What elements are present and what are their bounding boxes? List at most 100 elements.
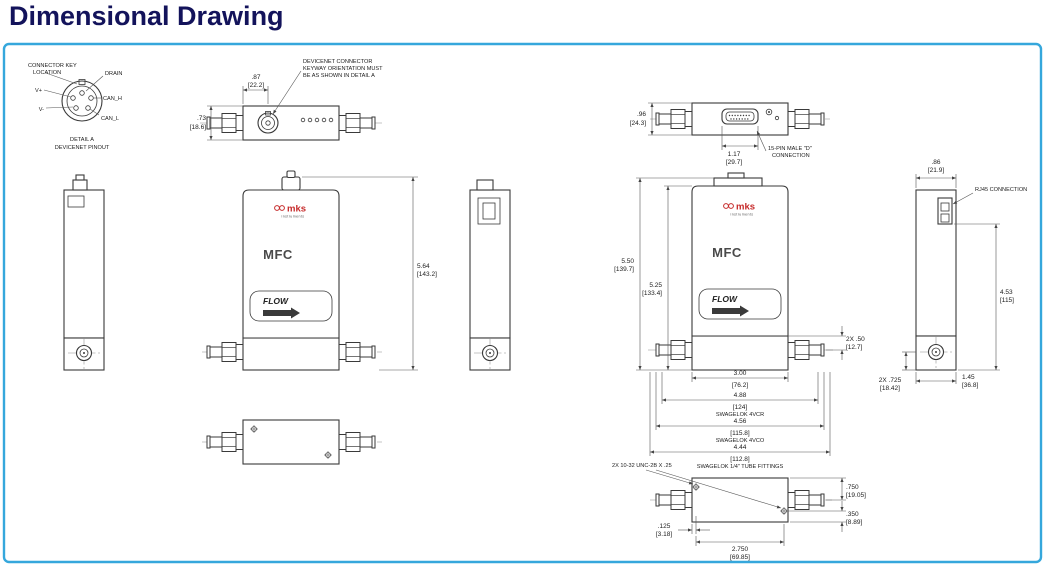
dsub-connector-icon <box>721 108 759 125</box>
mks-logo-sub: instruments <box>731 213 754 217</box>
front-view-left: mks instruments MFC FLOW 5.64 [143.2] <box>202 170 437 371</box>
dim-height-in: 4.53 <box>1000 289 1013 296</box>
dim-w4-mm: [112.8] <box>730 456 750 463</box>
dim-d-mm: [8.89] <box>846 519 862 526</box>
dim-w3-label: SWAGELOK 4VCO <box>716 438 765 444</box>
flow-label: FLOW <box>712 294 738 304</box>
dim-w1-in: 3.00 <box>734 370 747 377</box>
dim-h1-in: 5.50 <box>621 258 634 265</box>
dim-port-in: 2X .725 <box>879 377 902 384</box>
model-label: MFC <box>263 247 293 262</box>
dim-height-mm: [115] <box>1000 297 1014 304</box>
top-view-dsub: .96 [24.3] 1.17 [29.7] 15-PIN MALE "D" C… <box>630 102 830 166</box>
dim-b-mm: [3.18] <box>656 531 672 538</box>
pin-canh-label: CAN_H <box>103 96 122 102</box>
mounting-holes-note: 2X 10-32 UNC-2B X .25 <box>612 463 672 469</box>
detail-a-caption: DETAIL A <box>70 137 94 143</box>
pin-canl-label: CAN_L <box>101 116 119 122</box>
top-connector-icon <box>476 179 494 191</box>
dim-a-mm: [19.05] <box>846 492 866 499</box>
dim-base-mm: [36.8] <box>962 382 978 389</box>
dsub-connector-icon <box>713 177 763 187</box>
page-title: Dimensional Drawing <box>9 1 284 31</box>
devicenet-note: DEVICENET CONNECTOR <box>303 59 372 65</box>
dim-c-mm: [69.85] <box>730 554 750 561</box>
dim-d-in: .350 <box>846 511 859 518</box>
m12-connector-icon <box>281 176 301 191</box>
dim-conn-in: 1.17 <box>728 151 741 158</box>
dim-base-in: 1.45 <box>962 374 975 381</box>
flow-arrow-icon <box>263 307 300 319</box>
top-view-devicenet: DEVICENET CONNECTOR KEYWAY ORIENTATION M… <box>190 59 383 141</box>
side-connector-note: RJ45 CONNECTION <box>975 187 1027 193</box>
dim-w2-mm: [124] <box>733 404 748 411</box>
top-body <box>242 105 340 141</box>
drawing-frame <box>2 42 1043 564</box>
dim-depth-mm: [18.6] <box>190 124 206 131</box>
base-block <box>242 337 340 371</box>
m12-connector-face-icon <box>61 80 103 122</box>
connector-key-label: CONNECTOR KEY <box>28 63 77 69</box>
side-body <box>63 189 105 339</box>
mks-logo: mks instruments <box>723 202 755 217</box>
dim-conn-mm: [29.7] <box>726 159 742 166</box>
dim-w4-label: SWAGELOK 1/4" TUBE FITTINGS <box>697 464 784 470</box>
dim-h1-mm: [139.7] <box>614 266 634 273</box>
dim-depth-in: .73 <box>197 115 206 122</box>
dim-w3-mm: [115.8] <box>730 430 750 437</box>
mks-logo-text: mks <box>736 202 755 213</box>
side-view-middle <box>469 179 511 371</box>
bottom-body <box>691 477 789 523</box>
mks-logo-sub: instruments <box>282 215 305 219</box>
dim-w4-in: 4.44 <box>734 444 747 451</box>
top-connector-icon <box>72 179 88 191</box>
flow-panel <box>698 288 782 320</box>
front-view-right: mks instruments MFC FLOW 5.50 [139.7] 5.… <box>614 172 865 470</box>
dim-b-in: .125 <box>658 523 671 530</box>
bottom-view-left <box>202 419 382 465</box>
dim-depth-mm: [24.3] <box>630 120 646 127</box>
bottom-view-right: 2X 10-32 UNC-2B X .25 .750 [19.05] .125 … <box>612 463 866 561</box>
pin-vplus-label: V+ <box>35 88 42 94</box>
connector-key-notch <box>78 79 86 85</box>
mfc-body <box>691 185 789 337</box>
dim-h2-in: 5.25 <box>649 282 662 289</box>
dsub-note-2: CONNECTION <box>772 153 810 159</box>
dim-offset-mm: [22.2] <box>248 82 264 89</box>
connector-key-label-2: LOCATION <box>33 70 61 76</box>
pin-drain-label: DRAIN <box>105 71 122 77</box>
dim-drop-in: 2X .50 <box>846 336 865 343</box>
detail-a-view: CONNECTOR KEY LOCATION DRAIN V+ CAN_H V-… <box>28 63 122 151</box>
dim-depth-in: .96 <box>637 111 646 118</box>
dim-w3-in: 4.56 <box>734 418 747 425</box>
mfc-body <box>242 189 340 339</box>
dim-height-mm: [143.2] <box>417 271 437 278</box>
dsub-note: 15-PIN MALE "D" <box>768 146 812 152</box>
dim-drop-mm: [12.7] <box>846 344 862 351</box>
devicenet-note-2: KEYWAY ORIENTATION MUST <box>303 66 383 72</box>
dim-w2-in: 4.88 <box>734 392 747 399</box>
m12-connector-icon <box>257 112 279 134</box>
dim-depth-in: .86 <box>931 159 940 166</box>
dim-a-in: .750 <box>846 484 859 491</box>
base-block <box>691 335 789 371</box>
dim-w2-label: SWAGELOK 4VCR <box>716 412 764 418</box>
devicenet-note-3: BE AS SHOWN IN DETAIL A <box>303 73 375 79</box>
pin-vminus-label: V- <box>39 107 44 113</box>
dim-offset-in: .87 <box>251 74 260 81</box>
mks-logo: mks instruments <box>274 204 306 219</box>
flow-panel <box>249 290 333 322</box>
mks-logo-text: mks <box>287 204 306 215</box>
model-label: MFC <box>712 245 742 260</box>
dim-depth-mm: [21.9] <box>928 167 944 174</box>
side-view-right: RJ45 CONNECTION .86 [21.9] 4.53 [115] 2X… <box>879 159 1027 392</box>
detail-a-caption-2: DEVICENET PINOUT <box>55 145 110 151</box>
bottom-body <box>242 419 340 465</box>
dim-w1-mm: [76.2] <box>732 382 748 389</box>
flow-arrow-icon <box>712 305 749 317</box>
dim-c-in: 2.750 <box>732 546 749 553</box>
dim-port-mm: [18.42] <box>880 385 900 392</box>
dim-h2-mm: [133.4] <box>642 290 662 297</box>
